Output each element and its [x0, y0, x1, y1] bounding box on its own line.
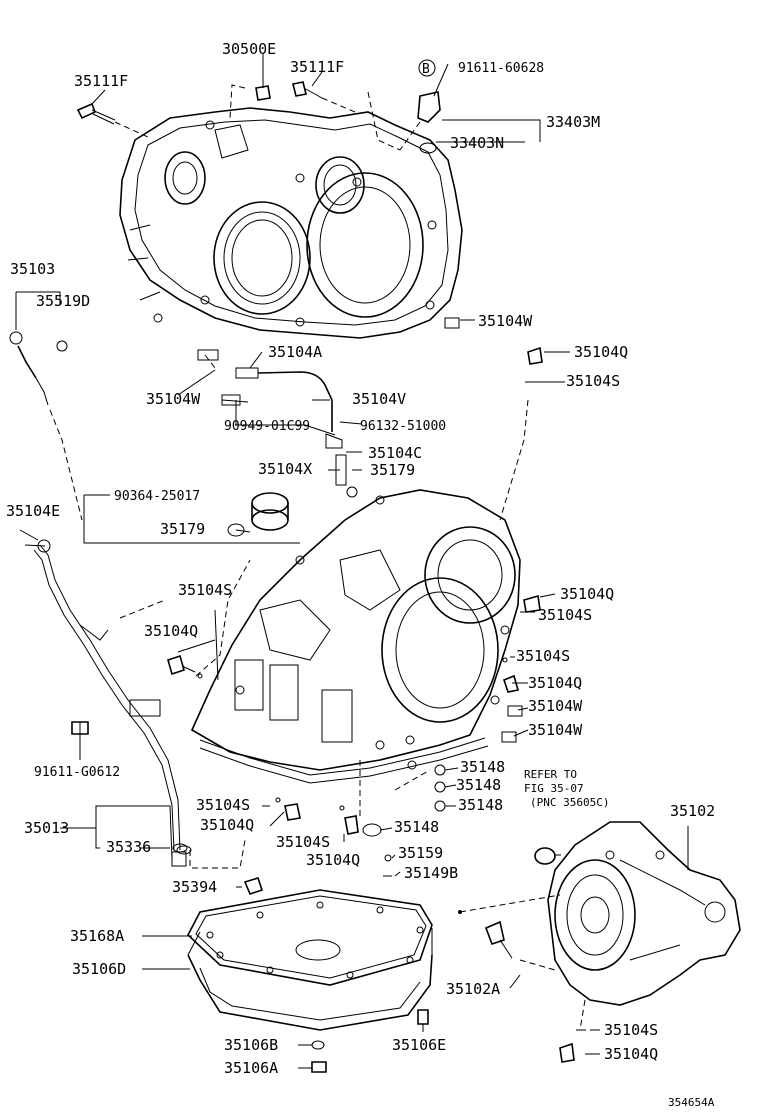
label-35104S-a: 35104S [566, 372, 620, 390]
label-35148-b: 35148 [456, 776, 501, 794]
label-35104Q-g: 35104Q [604, 1045, 658, 1063]
label-35106E: 35106E [392, 1036, 446, 1054]
label-35104Q-c: 35104Q [144, 622, 198, 640]
circle-b-marker [418, 59, 436, 77]
label-35104W-a: 35104W [478, 312, 533, 330]
label-35148-c: 35148 [458, 796, 503, 814]
label-35104V: 35104V [352, 390, 406, 408]
label-35104X: 35104X [258, 460, 312, 478]
bolt-35111F-right [292, 81, 356, 113]
label-35104S-g: 35104S [604, 1021, 658, 1039]
drain-plug-35106A [311, 1009, 429, 1073]
label-35149B: 35149B [404, 864, 458, 882]
label-35104S-c: 35104S [538, 606, 592, 624]
label-90949-01C99: 90949-01C99 [224, 419, 310, 434]
oil-pan [187, 889, 433, 1031]
label-35111F-right: 35111F [290, 58, 344, 76]
label-fig-35-07: FIG 35-07 [524, 782, 584, 795]
label-35013: 35013 [24, 819, 69, 837]
label-35104Q-e: 35104Q [200, 816, 254, 834]
label-35104Q-f: 35104Q [306, 851, 360, 869]
oil-filler-tube-35013 [19, 529, 192, 867]
label-35519D: 35519D [36, 292, 90, 310]
label-90364-25017: 90364-25017 [114, 489, 200, 504]
label-pnc-35605C: (PNC 35605C) [530, 796, 609, 809]
label-35168A: 35168A [70, 927, 124, 945]
label-96132-51000: 96132-51000 [360, 419, 446, 434]
oil-cooler-hose [197, 317, 460, 498]
label-91611-G0612: 91611-G0612 [34, 765, 120, 780]
label-35104Q-d: 35104Q [528, 674, 582, 692]
label-35104Q-b: 35104Q [560, 585, 614, 603]
label-91611-60628: 91611-60628 [458, 61, 544, 76]
label-35104S-b: 35104S [178, 581, 232, 599]
label-33403N: 33403N [450, 134, 504, 152]
extension-housing-35102 [534, 821, 741, 1006]
label-35106D: 35106D [72, 960, 126, 978]
filter-90364-25017 [227, 492, 289, 537]
label-refer-to: REFER TO [524, 768, 577, 781]
label-35179-a: 35179 [370, 461, 415, 479]
strainer-35394 [189, 839, 264, 895]
oil-level-gauge-35103 [9, 291, 83, 521]
label-35148-d: 35148 [394, 818, 439, 836]
label-35106B: 35106B [224, 1036, 278, 1054]
label-33403M: 33403M [546, 113, 600, 131]
plug-35104Q-left [119, 559, 251, 679]
label-35104S-d: 35104S [516, 647, 570, 665]
bolt-35102A [458, 894, 586, 1063]
label-35103: 35103 [10, 260, 55, 278]
label-35179-b: 35179 [160, 520, 205, 538]
label-35111F-left: 35111F [74, 72, 128, 90]
transaxle-housing [119, 107, 463, 339]
label-35104W-b: 35104W [146, 390, 201, 408]
label-35102A: 35102A [446, 980, 500, 998]
label-35102: 35102 [670, 802, 715, 820]
label-35104A: 35104A [268, 343, 322, 361]
label-35104S-e: 35104S [196, 796, 250, 814]
label-30500E: 30500E [222, 40, 276, 58]
label-35106A: 35106A [224, 1059, 278, 1077]
label-35336: 35336 [106, 838, 151, 856]
label-35394: 35394 [172, 878, 217, 896]
label-35104E: 35104E [6, 502, 60, 520]
leader-lines [60, 53, 689, 1069]
bolt-30500E [229, 84, 271, 119]
label-circle-b: B [422, 62, 430, 77]
plug-35104Q-right [499, 346, 543, 743]
label-35104C: 35104C [368, 444, 422, 462]
label-35104W-c: 35104W [528, 697, 583, 715]
label-35159: 35159 [398, 844, 443, 862]
label-35104Q-a: 35104Q [574, 343, 628, 361]
bolt-35111F-left [76, 102, 151, 139]
figure-id: 354654A [668, 1096, 715, 1109]
label-35148-a: 35148 [460, 758, 505, 776]
label-35104S-f: 35104S [276, 833, 330, 851]
label-35104W-d: 35104W [528, 721, 583, 739]
transmission-case [190, 489, 521, 784]
part-labels: 30500E 35111F 35111F B 91611-60628 33403… [6, 40, 715, 1109]
sensor-33403M [367, 91, 441, 154]
